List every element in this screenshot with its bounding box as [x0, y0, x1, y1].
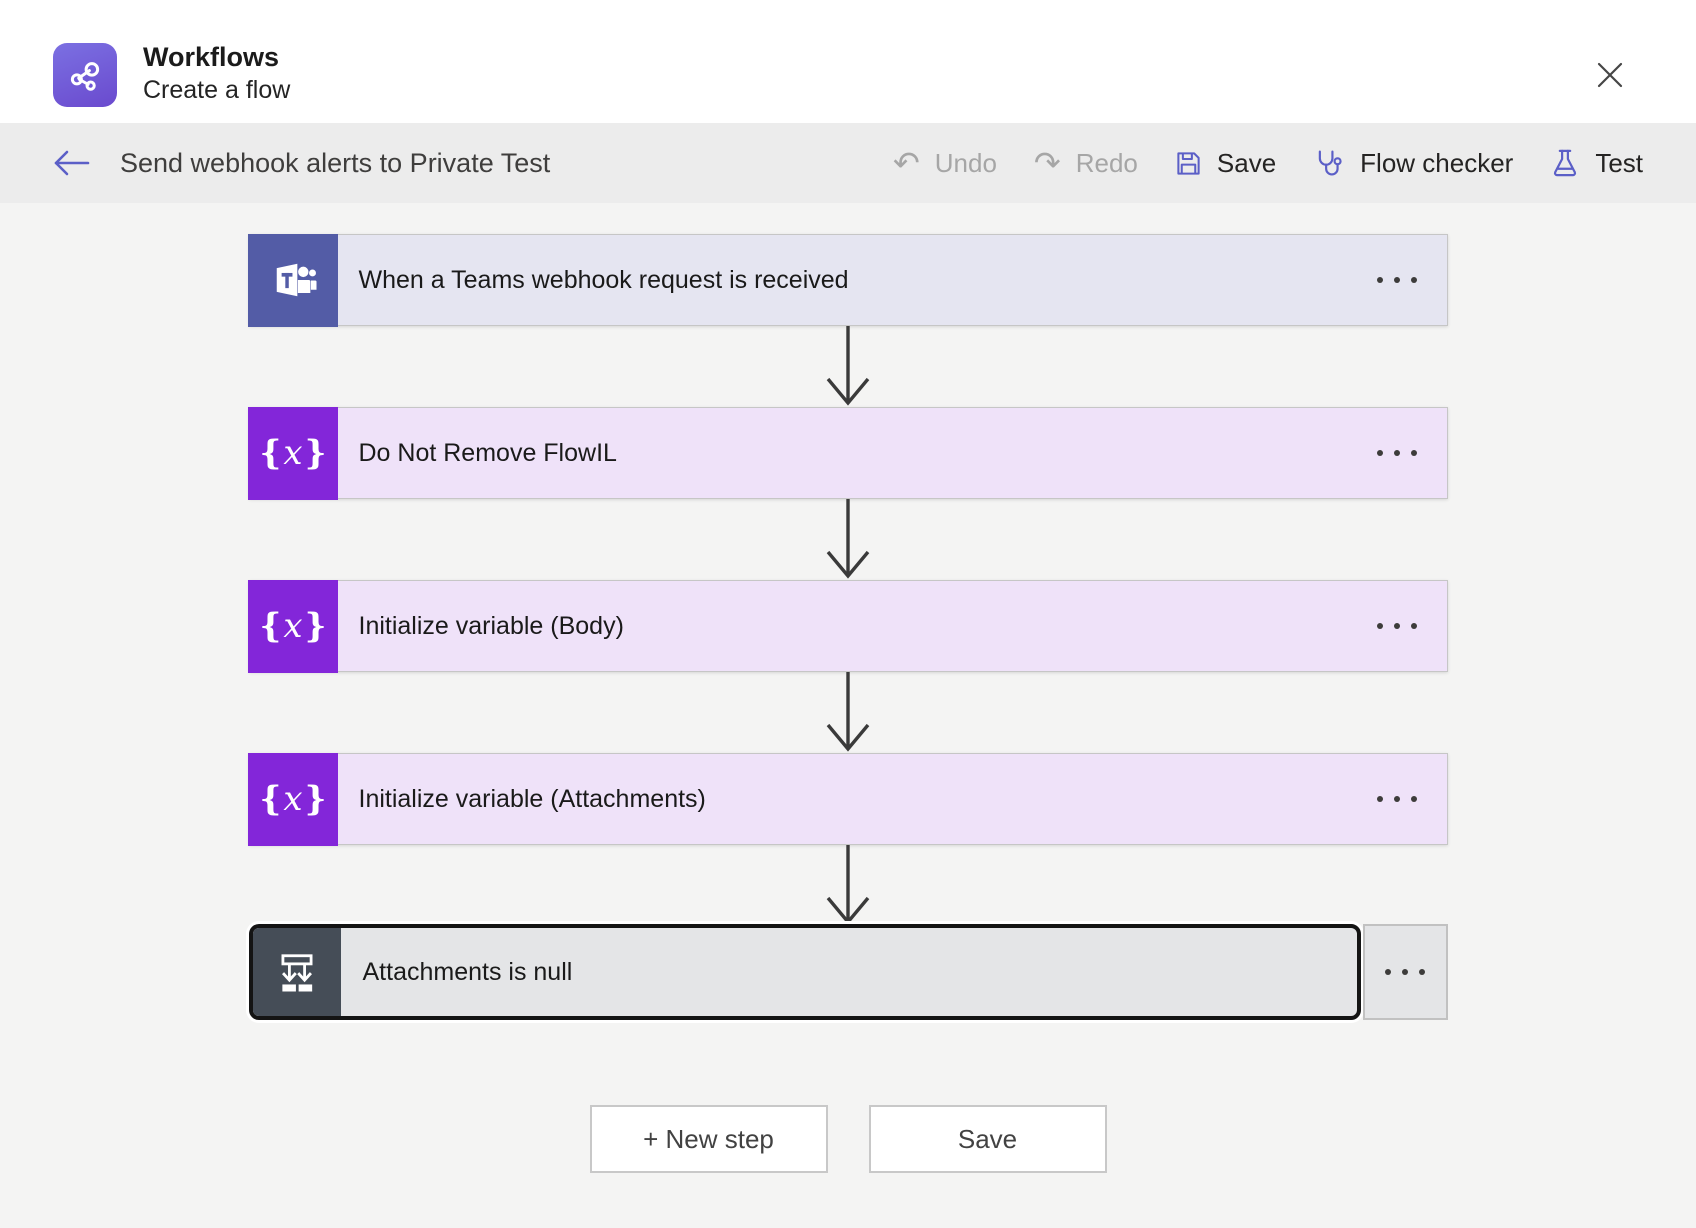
dialog-header: Workflows Create a flow: [0, 0, 1696, 123]
flow-connector-arrow: [249, 499, 1448, 580]
flow-step-action[interactable]: {x} Initialize variable (Attachments): [248, 752, 1448, 846]
app-subtitle: Create a flow: [143, 76, 291, 104]
flow-step-action[interactable]: {x} Initialize variable (Body): [248, 579, 1448, 673]
ellipsis-icon: [1376, 796, 1383, 802]
step-menu-button[interactable]: [1376, 235, 1447, 325]
undo-label: Undo: [934, 147, 997, 178]
save-label: Save: [1216, 147, 1277, 178]
back-arrow-icon: [54, 150, 90, 176]
step-menu-button[interactable]: [1376, 408, 1447, 498]
variable-icon: {x}: [248, 579, 338, 673]
ellipsis-icon: [1376, 277, 1383, 283]
flow-canvas: When a Teams webhook request is received…: [0, 203, 1696, 1228]
undo-button[interactable]: ↶ Undo: [893, 147, 997, 179]
designer-toolbar: Send webhook alerts to Private Test ↶ Un…: [0, 123, 1696, 203]
ellipsis-icon: [1376, 623, 1383, 629]
step-title: Attachments is null: [362, 957, 573, 986]
step-title: When a Teams webhook request is received: [358, 265, 849, 294]
close-button[interactable]: [1586, 51, 1634, 99]
flow-checker-button[interactable]: Flow checker: [1313, 147, 1513, 179]
redo-icon: ↷: [1033, 144, 1061, 182]
stethoscope-icon: [1313, 147, 1345, 179]
share-nodes-icon: [70, 62, 100, 91]
save-icon: [1175, 150, 1202, 177]
step-menu-button[interactable]: [1362, 924, 1448, 1020]
flow-step-condition-selected: Attachments is null: [248, 924, 1448, 1020]
step-menu-button[interactable]: [1376, 581, 1447, 671]
test-label: Test: [1595, 147, 1643, 178]
step-title: Initialize variable (Body): [358, 611, 624, 640]
close-icon: [1597, 62, 1623, 88]
step-title: Initialize variable (Attachments): [358, 784, 706, 813]
redo-label: Redo: [1075, 147, 1138, 178]
save-button[interactable]: Save: [1175, 148, 1276, 179]
back-button[interactable]: [50, 123, 94, 203]
condition-icon: [252, 928, 341, 1016]
flask-icon: [1550, 148, 1580, 178]
redo-button[interactable]: ↷ Redo: [1034, 147, 1138, 179]
new-step-button[interactable]: + New step: [589, 1105, 828, 1173]
flow-connector-arrow: [249, 672, 1448, 753]
flow-connector-arrow: [249, 845, 1448, 926]
variable-icon: {x}: [248, 752, 338, 846]
flow-checker-label: Flow checker: [1360, 147, 1514, 178]
undo-icon: ↶: [892, 144, 920, 182]
save-flow-button[interactable]: Save: [868, 1105, 1107, 1173]
app-title: Workflows: [143, 42, 280, 72]
variable-icon: {x}: [248, 406, 338, 500]
test-button[interactable]: Test: [1550, 148, 1643, 179]
ellipsis-icon: [1376, 450, 1383, 456]
ellipsis-icon: [1385, 969, 1391, 975]
flow-step-trigger[interactable]: When a Teams webhook request is received: [248, 233, 1448, 327]
flow-step-action[interactable]: {x} Do Not Remove FlowIL: [248, 406, 1448, 500]
toolbar-actions: ↶ Undo ↷ Redo Save: [893, 123, 1643, 203]
flow-connector-arrow: [249, 326, 1448, 407]
workflows-app-icon: [53, 43, 117, 107]
flow-name: Send webhook alerts to Private Test: [120, 147, 551, 178]
canvas-footer: + New step Save: [249, 1105, 1448, 1173]
teams-icon: [248, 233, 338, 327]
step-title: Do Not Remove FlowIL: [358, 438, 617, 467]
step-menu-button[interactable]: [1376, 754, 1447, 844]
condition-card[interactable]: Attachments is null: [248, 924, 1361, 1020]
